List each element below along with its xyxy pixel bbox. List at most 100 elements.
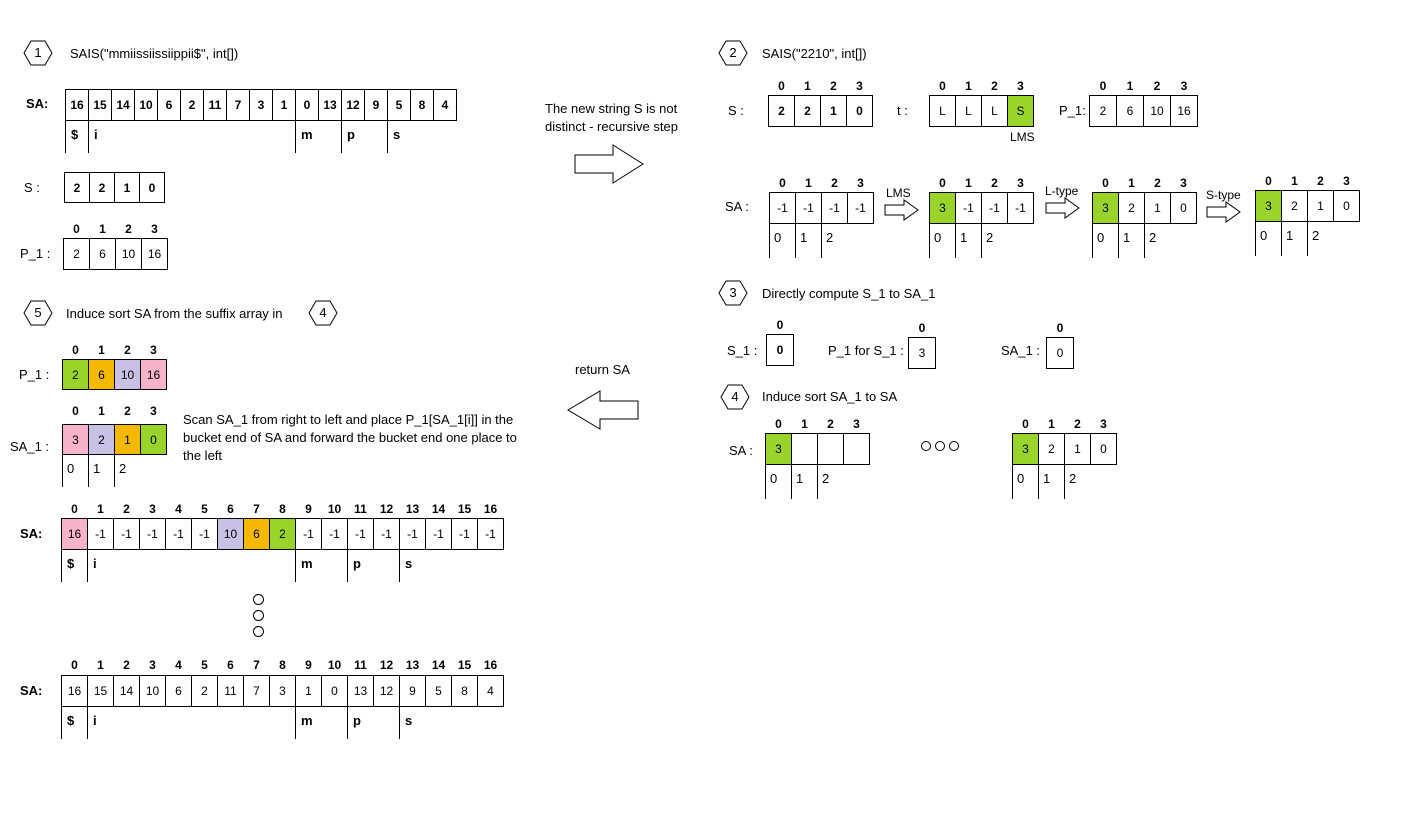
bucket-label: s: [405, 556, 413, 571]
bucket-label: $: [67, 713, 75, 728]
array-label: SA_1 :: [1001, 343, 1041, 358]
array-cell: [817, 433, 844, 465]
ellipsis-dot: [935, 441, 945, 451]
index-label: 14: [431, 502, 446, 516]
array-cell: 0: [766, 334, 794, 366]
index-label: 3: [1017, 176, 1024, 190]
array-cell: S: [1007, 95, 1034, 127]
array-cell: 13: [318, 89, 342, 121]
bucket-number: 1: [796, 471, 804, 486]
index-label: 3: [1343, 174, 1350, 188]
array-cell: 2: [89, 172, 115, 203]
bucket-number: 2: [1069, 471, 1077, 486]
bucket-divider: [1144, 224, 1145, 258]
array-cell: -1: [847, 192, 874, 224]
array-cell: -1: [165, 518, 192, 550]
bucket-number: 1: [1123, 230, 1131, 245]
index-label: 2: [991, 79, 998, 93]
index-label: 4: [175, 658, 182, 672]
array-cell: 3: [929, 192, 956, 224]
array-cell: 9: [399, 675, 426, 707]
bucket-divider: [387, 121, 388, 153]
array-cell: -1: [769, 192, 796, 224]
bucket-divider: [1012, 465, 1013, 499]
array-cell: 11: [217, 675, 244, 707]
array-cell: 2: [62, 359, 89, 390]
arrow-label: LMS: [886, 186, 911, 200]
array-label: S :: [728, 103, 744, 118]
index-label: 0: [1056, 321, 1064, 335]
array-cell: 8: [451, 675, 478, 707]
array-cell: 9: [364, 89, 388, 121]
array-cell: 10: [217, 518, 244, 550]
array-cell: 6: [89, 238, 116, 270]
bucket-label: $: [67, 556, 75, 571]
array-cell: 16: [61, 675, 88, 707]
array-label: P_1:: [1059, 103, 1086, 118]
step-number-badge: 3: [718, 280, 748, 306]
array-cell: 16: [140, 359, 167, 390]
index-label: 5: [201, 658, 208, 672]
bucket-divider: [399, 550, 400, 582]
index-label: 2: [1074, 417, 1081, 431]
index-label: 8: [279, 502, 286, 516]
array-cell: 15: [87, 675, 114, 707]
bucket-divider: [981, 224, 982, 258]
index-label: 2: [125, 222, 132, 236]
step-number-badge: 5: [23, 300, 53, 326]
array-cell: 6: [88, 359, 115, 390]
index-label: 3: [1017, 79, 1024, 93]
array-cell: 7: [226, 89, 250, 121]
bucket-divider: [87, 550, 88, 582]
step-number-badge: 1: [23, 40, 53, 66]
array-cell: 4: [477, 675, 504, 707]
index-label: 14: [431, 658, 446, 672]
array-cell: -1: [795, 192, 822, 224]
index-label: 0: [939, 79, 946, 93]
index-label: 0: [1099, 79, 1107, 93]
index-label: 0: [72, 343, 79, 357]
bucket-number: 1: [93, 461, 101, 476]
index-label: 9: [305, 658, 312, 672]
bucket-divider: [1255, 222, 1256, 256]
index-label: 12: [379, 658, 394, 672]
array-cell: 10: [115, 238, 142, 270]
bucket-label: $: [71, 127, 79, 142]
index-label: 0: [72, 404, 79, 418]
bucket-number: 0: [934, 230, 942, 245]
bucket-divider: [341, 121, 342, 153]
arrow-label: L-type: [1045, 184, 1079, 198]
index-label: 4: [175, 502, 182, 516]
index-label: 11: [354, 658, 367, 672]
bucket-label: m: [301, 127, 313, 142]
array-cell: 8: [410, 89, 434, 121]
array-cell: 0: [139, 172, 165, 203]
array-cell: -1: [87, 518, 114, 550]
array-cell: 16: [61, 518, 88, 550]
array-cell: 12: [373, 675, 400, 707]
array-cell: 2: [1038, 433, 1065, 465]
array-cell: 4: [433, 89, 457, 121]
index-label: 3: [1100, 417, 1107, 431]
step-title: Induce sort SA from the suffix array in: [66, 306, 283, 321]
array-cell: 2: [269, 518, 296, 550]
bucket-divider: [114, 455, 115, 487]
array-cell: 2: [1281, 190, 1308, 222]
array-cell: L: [929, 95, 956, 127]
index-label: 0: [776, 318, 784, 332]
array-cell: 6: [165, 675, 192, 707]
index-label: 1: [965, 79, 972, 93]
bucket-number: 2: [1312, 228, 1320, 243]
array-cell: 3: [1255, 190, 1282, 222]
array-cell: 5: [425, 675, 452, 707]
index-label: 6: [227, 502, 234, 516]
array-cell: 3: [908, 337, 936, 369]
scan-note: Scan SA_1 from right to left and place P…: [183, 412, 517, 463]
index-label: 1: [97, 502, 104, 516]
array-cell: -1: [321, 518, 348, 550]
index-label: 15: [457, 502, 472, 516]
bucket-number: 0: [67, 461, 75, 476]
step-title: SAIS("2210", int[]): [762, 46, 867, 61]
index-label: 3: [150, 343, 157, 357]
index-label: 1: [99, 222, 106, 236]
